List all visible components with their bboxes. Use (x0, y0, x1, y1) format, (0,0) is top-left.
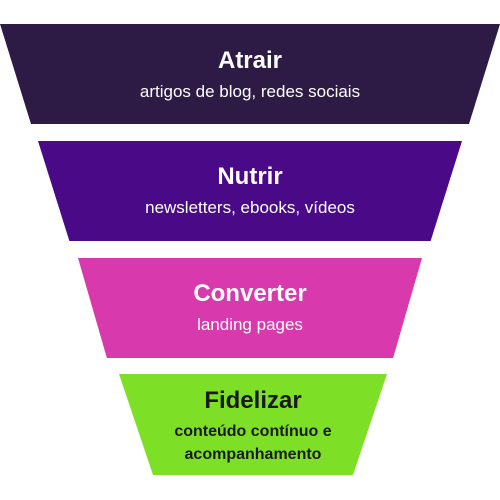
funnel-stage-converter: Converter landing pages (78, 258, 422, 358)
stage-title: Fidelizar (204, 386, 302, 414)
funnel-stage-nutrir: Nutrir newsletters, ebooks, vídeos (38, 141, 462, 241)
stage-title: Atrair (217, 46, 283, 74)
stage-description: landing pages (197, 315, 303, 335)
stage-description: conteúdo contínuo e acompanhamento (174, 422, 332, 463)
stage-description: newsletters, ebooks, vídeos (145, 198, 355, 218)
stage-title: Nutrir (217, 162, 283, 190)
stage-description: artigos de blog, redes sociais (139, 82, 361, 102)
funnel-stage-fidelizar: Fidelizar conteúdo contínuo e acompanham… (119, 374, 387, 475)
funnel-stage-atrair: Atrair artigos de blog, redes sociais (0, 24, 500, 124)
stage-title: Converter (193, 279, 307, 307)
